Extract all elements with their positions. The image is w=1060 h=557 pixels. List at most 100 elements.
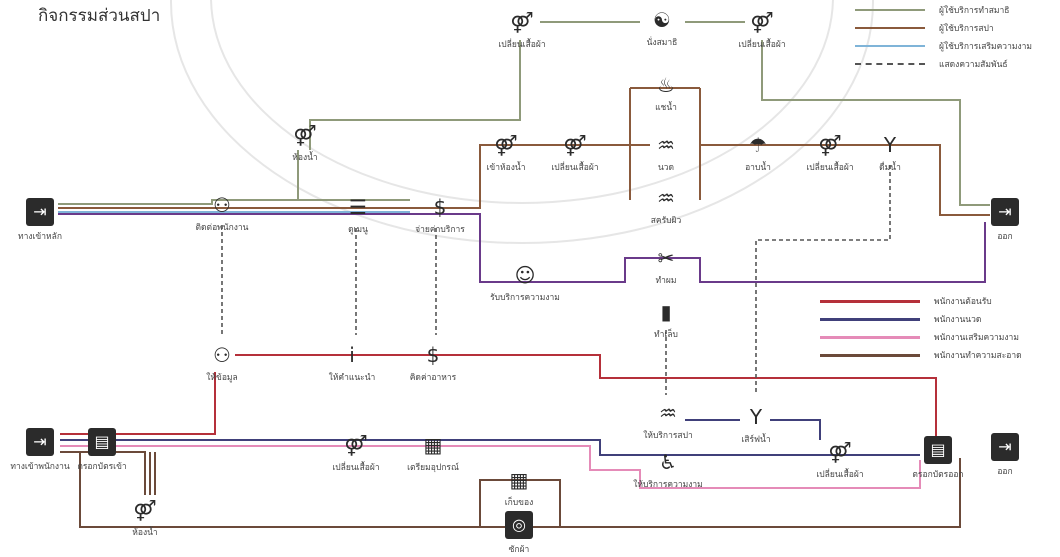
legend-top: ผู้ใช้บริการทำสมาธิ ผู้ใช้บริการสปา ผู้ใ… <box>855 2 1055 74</box>
shower-icon: ☂ <box>749 133 767 157</box>
legend-label: ผู้ใช้บริการสปา <box>939 24 994 34</box>
legend-bottom: พนักงานต้อนรับ พนักงานนวด พนักงานเสริมคว… <box>820 293 1055 365</box>
node-label: แชน้ำ <box>655 103 677 113</box>
node-label: ทางเข้าหลัก <box>18 232 62 242</box>
hair-icon: ✂ <box>657 246 675 270</box>
beautician-icon: ☺ <box>514 263 536 287</box>
node-label: ห้องน้ำ <box>132 528 158 538</box>
door-exit-icon: ⇥ <box>991 198 1019 226</box>
flow-line <box>58 150 410 205</box>
node-recommend: i ให้คำแนะนำ <box>297 343 407 384</box>
legend-label: พนักงานต้อนรับ <box>934 297 992 307</box>
node-label: เปลี่ยนเสื้อผ้า <box>498 40 546 50</box>
changing-room-icon: ⚤ <box>344 433 368 457</box>
restroom-icon: ⚤ <box>494 133 518 157</box>
node-label: ให้คำแนะนำ <box>328 373 376 383</box>
node-soak-bath: ♨ แชน้ำ <box>611 73 721 114</box>
flow-line <box>685 419 821 440</box>
node-change-clothes-2: ⚤ เปลี่ยนเสื้อผ้า <box>707 10 817 51</box>
node-label: ออก <box>997 232 1013 242</box>
node-label: ติดต่อพนักงาน <box>195 223 249 233</box>
node-label: เปลี่ยนเสื้อผ้า <box>332 463 380 473</box>
bathtub-icon: ♨ <box>657 73 675 97</box>
node-change-clothes-1: ⚤ เปลี่ยนเสื้อผ้า <box>467 10 577 51</box>
node-label: จ่ายค่าบริการ <box>415 225 465 235</box>
legend-item: แสดงความสัมพันธ์ <box>855 56 1055 74</box>
legend-swatch <box>820 354 920 357</box>
legend-item: ผู้ใช้บริการสปา <box>855 20 1055 38</box>
node-label: เข้าห้องน้ำ <box>486 163 526 173</box>
legend-label: แสดงความสัมพันธ์ <box>939 60 1008 70</box>
node-label: เปลี่ยนเสื้อผ้า <box>551 163 599 173</box>
node-label: เก็บของ <box>504 498 534 508</box>
node-label: เปลี่ยนเสื้อผ้า <box>738 40 786 50</box>
legend-swatch <box>855 63 925 65</box>
flow-line <box>479 479 561 527</box>
node-label: ทางเข้าพนักงาน <box>10 462 70 472</box>
shelf-icon: ▦ <box>423 433 443 457</box>
flow-line <box>58 144 650 209</box>
node-staff-entrance: ⇥ทางเข้าพนักงาน <box>0 428 95 473</box>
node-spa-service: ♒ให้บริการสปา <box>613 401 723 442</box>
node-change-clothes-4: ⚤เปลี่ยนเสื้อผ้า <box>775 133 885 174</box>
node-nails: ▮ทำเล็บ <box>611 300 721 341</box>
node-label: ออก <box>997 467 1013 477</box>
cocktail-icon: Y <box>749 405 763 429</box>
legend-swatch <box>820 300 920 303</box>
flow-line <box>761 40 990 206</box>
node-beauty-service: ☺ รับบริการความงาม <box>470 263 580 304</box>
legend-swatch <box>855 45 925 47</box>
changing-room-icon: ⚤ <box>510 10 534 34</box>
legend-label: พนักงานนวด <box>934 315 982 325</box>
node-give-info: ⚇ให้ข้อมูล <box>167 343 277 384</box>
node-beauty-staff: ♿ให้บริการความงาม <box>613 450 723 491</box>
changing-room-icon: ⚤ <box>750 10 774 34</box>
cocktail-icon: Y <box>883 133 897 157</box>
node-label: ให้บริการสปา <box>643 431 693 441</box>
node-label: เปลี่ยนเสื้อผ้า <box>806 163 854 173</box>
node-exit-main: ⇥ ออก <box>950 198 1060 243</box>
node-label: ตรอกบัตรเข้า <box>77 462 127 472</box>
node-shower: ☂อาบน้ำ <box>703 133 813 174</box>
node-card-out: ▤ตรอกบัตรออก <box>883 436 993 481</box>
node-serve-drink: Y เสิร์ฟน้ำ <box>701 405 811 446</box>
node-change-clothes-6: ⚤ เปลี่ยนเสื้อผ้า <box>785 440 895 481</box>
legend-label: พนักงานเสริมความงาม <box>934 333 1019 343</box>
node-scrub: ♒สครับผิว <box>611 186 721 227</box>
node-laundry: ◎ซักผ้า <box>464 511 574 556</box>
node-massage: ♒นวด <box>611 133 721 174</box>
node-label: เสิร์ฟน้ำ <box>741 435 771 445</box>
id-card-icon: ▤ <box>88 428 116 456</box>
node-label: เปลี่ยนเสื้อผ้า <box>816 470 864 480</box>
shelf-icon: ▦ <box>509 468 529 492</box>
relationship-dashed-line <box>755 165 891 395</box>
door-exit-icon: ⇥ <box>991 433 1019 461</box>
reception-desk-icon: ⚇ <box>213 343 231 367</box>
legend-item: ผู้ใช้บริการทำสมาธิ <box>855 2 1055 20</box>
diagram-title: กิจกรรมส่วนสปา <box>38 6 161 26</box>
flow-line <box>58 213 986 283</box>
flow-line <box>60 439 920 456</box>
legend-label: พนักงานทำความสะอาด <box>934 351 1022 361</box>
info-icon: i <box>349 343 355 367</box>
node-hair: ✂ทำผม <box>611 246 721 287</box>
restroom-icon: ⚤ <box>293 123 317 147</box>
node-label: เตรียมอุปกรณ์ <box>407 463 459 473</box>
menu-reading-icon: ☰ <box>349 195 367 219</box>
node-restroom-top: ⚤ห้องน้ำ <box>250 123 360 164</box>
node-label: รับบริการความงาม <box>490 293 560 303</box>
node-restroom-spa: ⚤ เข้าห้องน้ำ <box>451 133 561 174</box>
legend-item: ผู้ใช้บริการเสริมความงาม <box>855 38 1055 56</box>
node-pay-service: $จ่ายค่าบริการ <box>385 195 495 236</box>
node-label: นั่งสมาธิ <box>646 38 678 48</box>
node-label: นวด <box>657 163 675 173</box>
node-staff-exit: ⇥ ออก <box>950 433 1060 478</box>
node-label: ดูเมนู <box>348 225 368 235</box>
flow-line <box>60 445 921 489</box>
legend-item: พนักงานเสริมความงาม <box>820 329 1055 347</box>
changing-room-icon: ⚤ <box>828 440 852 464</box>
legend-label: ผู้ใช้บริการเสริมความงาม <box>939 42 1032 52</box>
node-storage: ▦ เก็บของ <box>464 468 574 509</box>
changing-room-icon: ⚤ <box>563 133 587 157</box>
legend-swatch <box>855 27 925 29</box>
